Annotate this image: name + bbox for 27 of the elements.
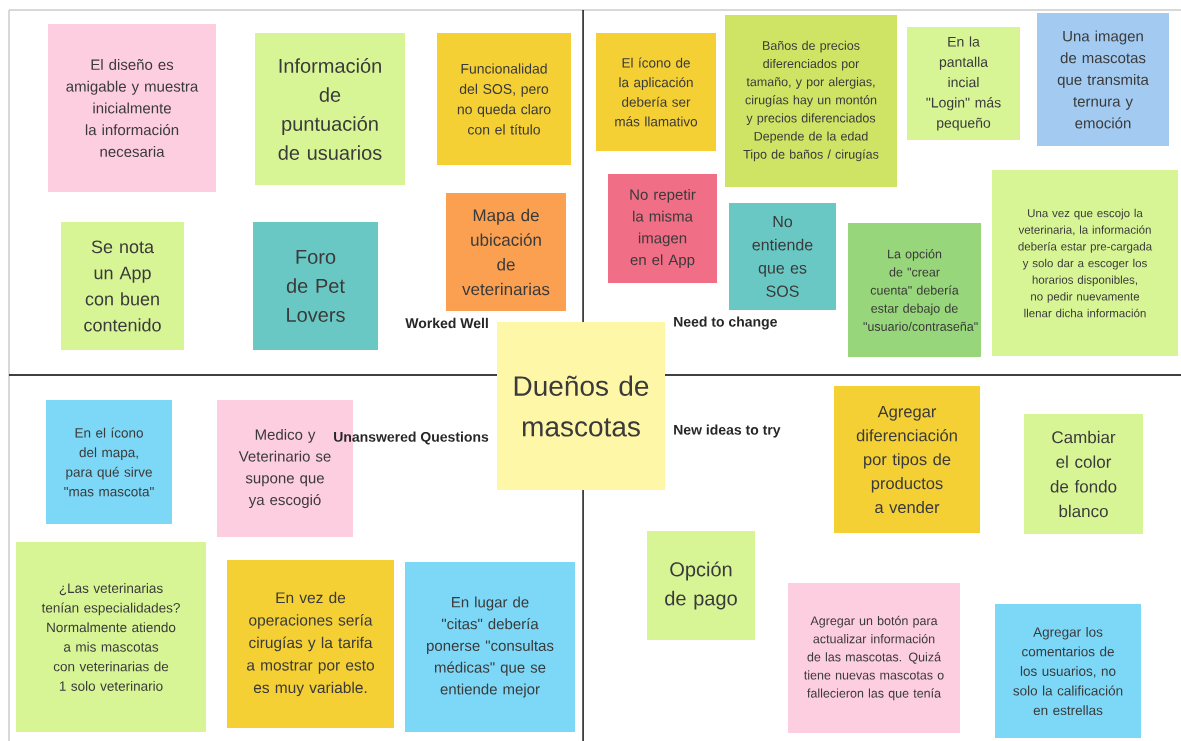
sticky-note: Agregar diferenciación por tipos de productos a vender [834,386,980,533]
sticky-note: No entiende que es SOS [729,203,836,310]
sticky-note: Opción de pago [647,531,755,640]
sticky-note: Cambiar el color de fondo blanco [1024,414,1143,534]
sticky-note: En vez de operaciones sería cirugías y la tarifa a mostrar por esto es muy variable. [227,560,394,728]
sticky-note: ¿Las veterinarias tenían especialidades? Normalmente atiendo a mis mascotas con veterinarias de 1 solo veterinario [16,542,206,732]
sticky-note: El diseño es amigable y muestra inicialmente la información necesaria [48,24,216,192]
sticky-note: Foro de Pet Lovers [253,222,378,350]
sticky-note: En la pantalla incial "Login" más pequeño [907,27,1020,140]
sticky-note: El ícono de la aplicación debería ser más llamativo [596,33,716,151]
sticky-note: En el ícono del mapa, para qué sirve "mas mascota" [46,400,172,524]
sticky-note: Funcionalidad del SOS, pero no queda claro con el título [437,33,571,165]
quadrant-heading: Unanswered Questions [334,431,489,445]
sticky-note: Se nota un App con buen contenido [61,222,184,350]
sticky-note: No repetir la misma imagen en el App [608,174,717,283]
sticky-note: Baños de precios diferenciados por tamaño, y por alergias, cirugías hay un montón y precios diferenciados Depende de la edad Tipo de baños / cirugías [725,15,897,187]
sticky-note: Información de puntuación de usuarios [255,33,405,185]
sticky-note: Agregar un botón para actualizar información de las mascotas. Quizá tiene nuevas mascotas o fallecieron las que tenía [788,583,960,733]
quadrant-heading: Worked Well [405,317,488,329]
sticky-note: Agregar los comentarios de los usuarios, no solo la calificación en estrellas [995,604,1141,738]
sticky-note: En lugar de "citas" debería ponerse "consultas médicas" que se entiende mejor [405,562,575,732]
sticky-note: Una imagen de mascotas que transmita ternura y emoción [1037,13,1169,146]
quadrant-heading: Need to change [674,316,777,330]
sticky-note: Mapa de ubicación de veterinarias [446,193,566,311]
sticky-note: Dueños de mascotas [497,322,665,490]
sticky-note: La opción de "crear cuenta" debería estar debajo de "usuario/contraseña" [848,223,981,357]
sticky-note: Una vez que escojo la veterinaria, la información debería estar pre-cargada y solo dar a escoger los horarios disponibles, no pedir nuevamente llenar dicha información [992,170,1178,356]
